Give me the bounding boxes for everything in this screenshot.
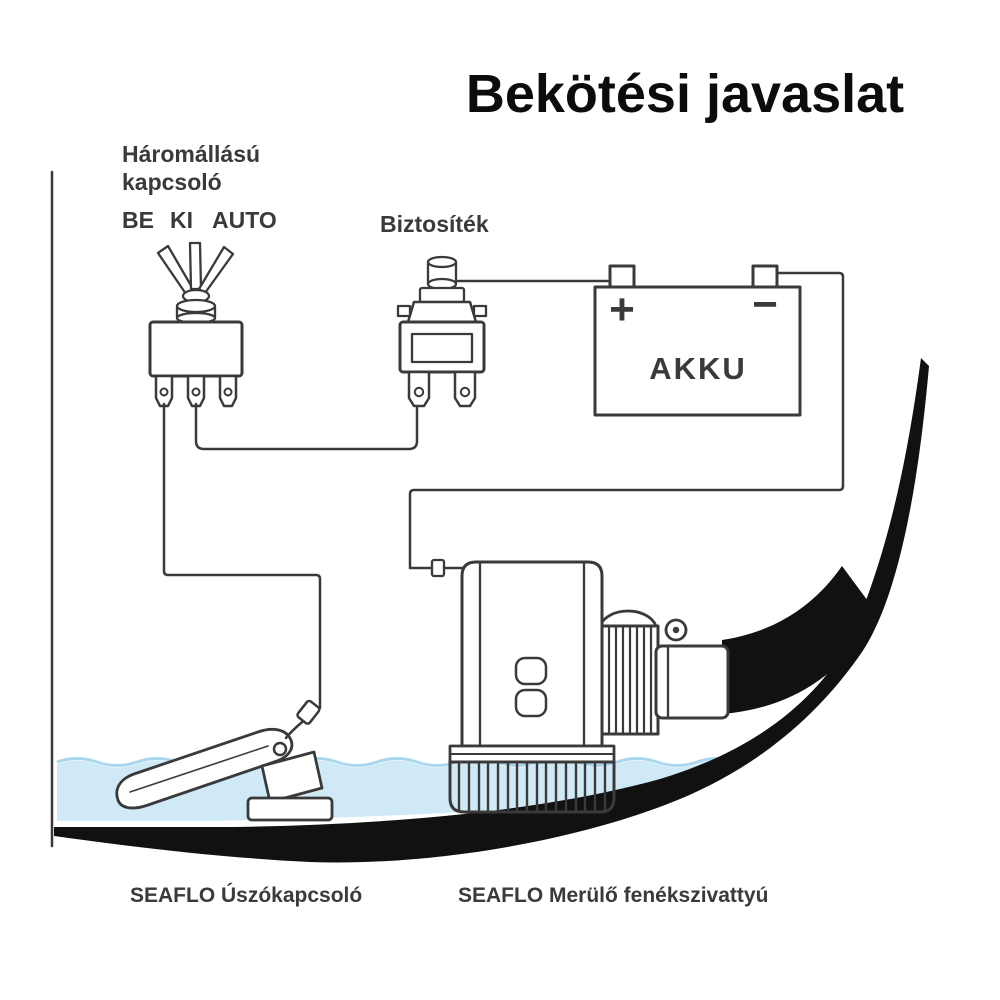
boat-hull	[54, 358, 929, 863]
float-switch-label: SEAFLO Úszókapcsoló	[130, 883, 362, 907]
switch-terminal-hole-right	[223, 387, 233, 397]
pump-slot-bottom	[514, 688, 548, 718]
switch-lever-middle	[188, 241, 203, 291]
float-cable-connector	[296, 699, 321, 725]
wire-switch-to-fuse	[194, 402, 419, 451]
switch-lever-left	[156, 244, 195, 296]
wire-battery-to-pump	[408, 271, 845, 570]
fuse-drawing	[396, 255, 488, 408]
pump-collar-ribs	[607, 626, 653, 734]
switch-terminal-middle	[186, 374, 206, 408]
battery-label: AKKU	[649, 351, 747, 386]
switch-name-line1: Háromállású	[122, 141, 260, 167]
pump-check-valve-hump	[598, 609, 658, 627]
fuse-shoulder	[406, 300, 478, 324]
page-title: Bekötési javaslat	[466, 64, 904, 124]
labels: Bekötési javaslat Háromállású kapcsoló B…	[122, 64, 904, 907]
bilge-pump-drawing	[448, 560, 730, 814]
fuse-cap-top	[426, 255, 458, 269]
pump-discharge-nozzle	[654, 644, 730, 720]
float-switch-drawing	[115, 699, 334, 822]
float-arm-seam	[129, 745, 269, 793]
pump-clamp-screw-dot	[672, 626, 680, 634]
switch-terminal-left	[154, 374, 174, 408]
pump-body-seams	[478, 560, 586, 748]
fuse-leg-left	[407, 370, 431, 408]
switch-pos-off: KI	[170, 207, 193, 233]
wires	[162, 271, 845, 710]
switch-terminal-hole-middle	[191, 387, 201, 397]
switch-pivot-collar	[175, 298, 217, 314]
toggle-switch-drawing	[148, 241, 244, 408]
fuse-leg-right	[453, 370, 477, 408]
pump-slot-top	[514, 656, 548, 686]
fuse-collar	[418, 286, 466, 304]
switch-lever-right	[197, 245, 235, 295]
fuse-leg-hole-left	[413, 386, 425, 398]
battery-outline	[593, 285, 802, 417]
pump-strainer-slats	[457, 762, 607, 812]
battery-plus-sign: +	[609, 285, 635, 334]
float-base-neck	[260, 750, 324, 804]
pump-wire-connector	[430, 558, 446, 578]
switch-pos-auto: AUTO	[212, 207, 277, 233]
pump-body	[460, 560, 604, 748]
fuse-wing-left	[396, 304, 412, 318]
switch-body	[148, 320, 244, 378]
fuse-leg-hole-right	[459, 386, 471, 398]
switch-name-line2: kapcsoló	[122, 169, 222, 195]
float-base-foot	[246, 796, 334, 822]
switch-pos-on: BE	[122, 207, 154, 233]
switch-terminal-right	[218, 374, 238, 408]
fuse-cap-sides	[426, 260, 458, 286]
pump-label: SEAFLO Merülő fenékszivattyú	[458, 884, 768, 907]
battery-minus-sign: −	[752, 280, 778, 329]
pump-strainer-outline	[448, 760, 616, 814]
wire-switch-to-float	[162, 402, 322, 710]
battery-drawing: + − AKKU	[593, 264, 802, 417]
fuse-label: Biztosíték	[380, 211, 489, 237]
float-hinge	[272, 741, 288, 757]
fuse-window	[410, 332, 474, 364]
switch-terminal-hole-left	[159, 387, 169, 397]
discharge-hose	[722, 566, 876, 714]
float-arm	[115, 727, 294, 810]
fuse-wing-right	[472, 304, 488, 318]
